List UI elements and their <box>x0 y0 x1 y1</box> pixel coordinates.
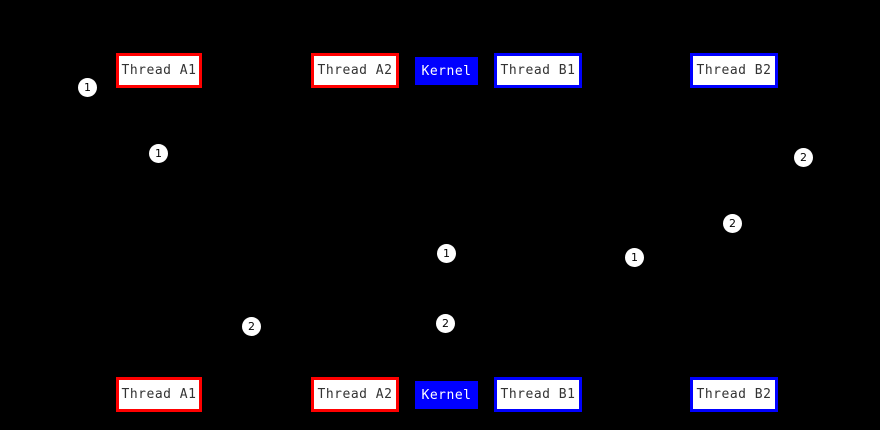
message-arrow-2 <box>159 154 433 255</box>
message-arrow-3 <box>445 254 636 262</box>
lifeline-stub-kernel-bottom <box>445 377 447 381</box>
participant-label: Thread B2 <box>696 387 772 402</box>
step-badge[interactable]: 1 <box>78 78 97 97</box>
message-arrow-5 <box>658 129 735 158</box>
step-badge[interactable]: 2 <box>436 314 455 333</box>
participant-thread-a1-top[interactable]: Thread A1 <box>116 53 202 88</box>
lifeline-stub-b1-top <box>537 88 539 92</box>
lifeline-stub-a2-bottom <box>354 373 356 377</box>
lifeline-stub-b2-top <box>733 88 735 92</box>
message-arrow-4 <box>446 299 544 325</box>
participant-label: Thread A1 <box>121 63 197 78</box>
participant-label: Thread B1 <box>500 387 576 402</box>
participant-thread-a1-bottom[interactable]: Thread A1 <box>116 377 202 412</box>
step-badge[interactable]: 2 <box>723 214 742 233</box>
lifeline-thread-a1 <box>159 88 160 377</box>
participant-label: Kernel <box>421 63 472 79</box>
participant-thread-b2-bottom[interactable]: Thread B2 <box>690 377 778 412</box>
lifeline-kernel <box>446 85 447 377</box>
participant-thread-b1-bottom[interactable]: Thread B1 <box>494 377 582 412</box>
participant-thread-a2-top[interactable]: Thread A2 <box>311 53 399 88</box>
participant-thread-b1-top[interactable]: Thread B1 <box>494 53 582 88</box>
participant-label: Thread A1 <box>121 387 197 402</box>
lifeline-thread-b1 <box>538 88 539 377</box>
lifeline-stub-kernel-top <box>445 85 447 89</box>
lifeline-stub-a1-bottom <box>158 373 160 377</box>
participant-kernel-bottom[interactable]: Kernel <box>415 381 478 409</box>
lifeline-stub-b1-bottom <box>537 373 539 377</box>
step-badge[interactable]: 1 <box>437 244 456 263</box>
message-arrow-1 <box>89 88 384 152</box>
lifeline-stub-b2-bottom <box>733 373 735 377</box>
participant-label: Thread B2 <box>696 63 772 78</box>
participant-label: Thread A2 <box>317 387 393 402</box>
participant-thread-a2-bottom[interactable]: Thread A2 <box>311 377 399 412</box>
participant-label: Thread B1 <box>500 63 576 78</box>
lifeline-stub-a2-top <box>354 88 356 92</box>
participant-label: Kernel <box>421 387 472 403</box>
step-badge[interactable]: 2 <box>794 148 813 167</box>
participant-label: Thread A2 <box>317 63 393 78</box>
step-badge[interactable]: 1 <box>625 248 644 267</box>
step-badge[interactable]: 2 <box>242 317 261 336</box>
step-badge[interactable]: 1 <box>149 144 168 163</box>
participant-kernel-top[interactable]: Kernel <box>415 57 478 85</box>
lifeline-stub-a1-top <box>158 88 160 92</box>
lifeline-thread-a2 <box>355 88 356 377</box>
participant-thread-b2-top[interactable]: Thread B2 <box>690 53 778 88</box>
